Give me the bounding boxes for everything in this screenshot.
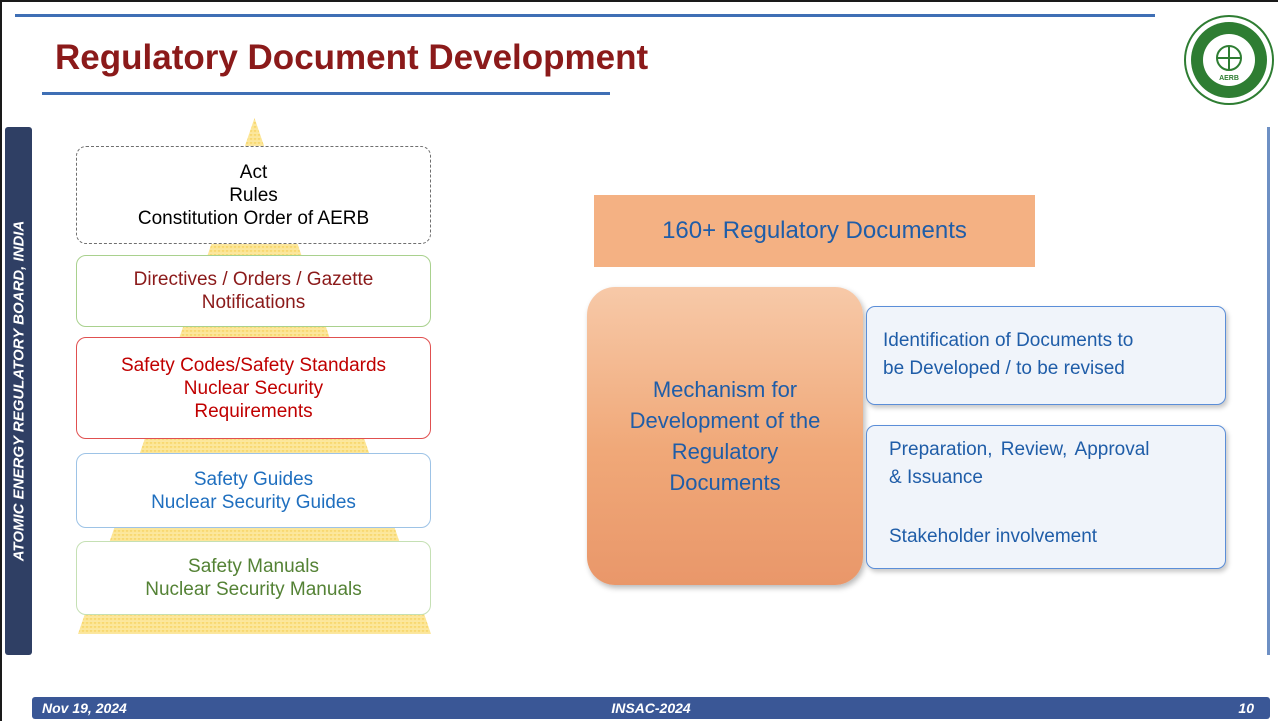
step-line: be Developed / to be revised <box>883 358 1125 379</box>
logo-text: AERB <box>1219 75 1239 82</box>
stakeholder-text: Stakeholder involvement <box>889 526 1098 547</box>
tier-line: Safety Codes/Safety Standards <box>120 354 387 376</box>
slide-title: Regulatory Document Development <box>55 38 649 77</box>
right-divider <box>1267 127 1270 655</box>
footer-event: INSAC-2024 <box>611 700 691 716</box>
tier-line: Notifications <box>201 292 306 313</box>
title-underline <box>42 92 610 95</box>
aerb-logo-icon: AERB <box>1184 15 1274 105</box>
pyramid-tier-act-rules: Act Rules Constitution Order of AERB <box>76 146 431 244</box>
slide-frame-top <box>0 0 1278 2</box>
mechanism-label: Mechanism for Development of the Regulat… <box>629 377 821 495</box>
tier-line: Nuclear Security Guides <box>151 491 356 513</box>
tier-line: Constitution Order of AERB <box>137 207 370 229</box>
mechanism-box: Mechanism for Development of the Regulat… <box>587 287 863 585</box>
step-line: Identification of Documents to <box>883 330 1134 351</box>
slide-frame-left <box>0 0 2 721</box>
tier-line: Safety Guides <box>193 468 314 490</box>
process-text: Preparation, Review, Approval & Issuance <box>889 436 1219 492</box>
pyramid-tier-manuals: Safety Manuals Nuclear Security Manuals <box>76 541 431 615</box>
pyramid-tier-guides: Safety Guides Nuclear Security Guides <box>76 453 431 528</box>
tier-line: Directives / Orders / Gazette <box>133 269 374 290</box>
side-bar-label: ATOMIC ENERGY REGULATORY BOARD, INDIA <box>10 220 27 562</box>
page-number: 10 <box>1238 700 1254 716</box>
side-bar: ATOMIC ENERGY REGULATORY BOARD, INDIA <box>5 127 32 655</box>
tier-line: Requirements <box>194 400 313 422</box>
step-line: & Issuance <box>889 467 983 488</box>
tier-line: Nuclear Security <box>183 377 324 399</box>
document-count-banner: 160+ Regulatory Documents <box>594 195 1035 267</box>
pyramid-tier-directives: Directives / Orders / Gazette Notificati… <box>76 255 431 327</box>
tier-line: Rules <box>229 184 278 206</box>
tier-line: Nuclear Security Manuals <box>145 579 362 600</box>
pyramid-tier-codes-standards: Safety Codes/Safety Standards Nuclear Se… <box>76 337 431 439</box>
identification-step-box: Identification of Documents to be Develo… <box>866 306 1226 405</box>
footer-date: Nov 19, 2024 <box>42 700 127 716</box>
step-line: Preparation, Review, Approval <box>889 439 1150 460</box>
identification-text: Identification of Documents to be Develo… <box>883 327 1133 383</box>
process-step-box: Preparation, Review, Approval & Issuance… <box>866 425 1226 569</box>
tier-line: Act <box>239 161 268 183</box>
tier-line: Safety Manuals <box>188 556 319 577</box>
top-divider <box>15 14 1155 17</box>
footer-bar: Nov 19, 2024 INSAC-2024 10 <box>32 697 1270 719</box>
